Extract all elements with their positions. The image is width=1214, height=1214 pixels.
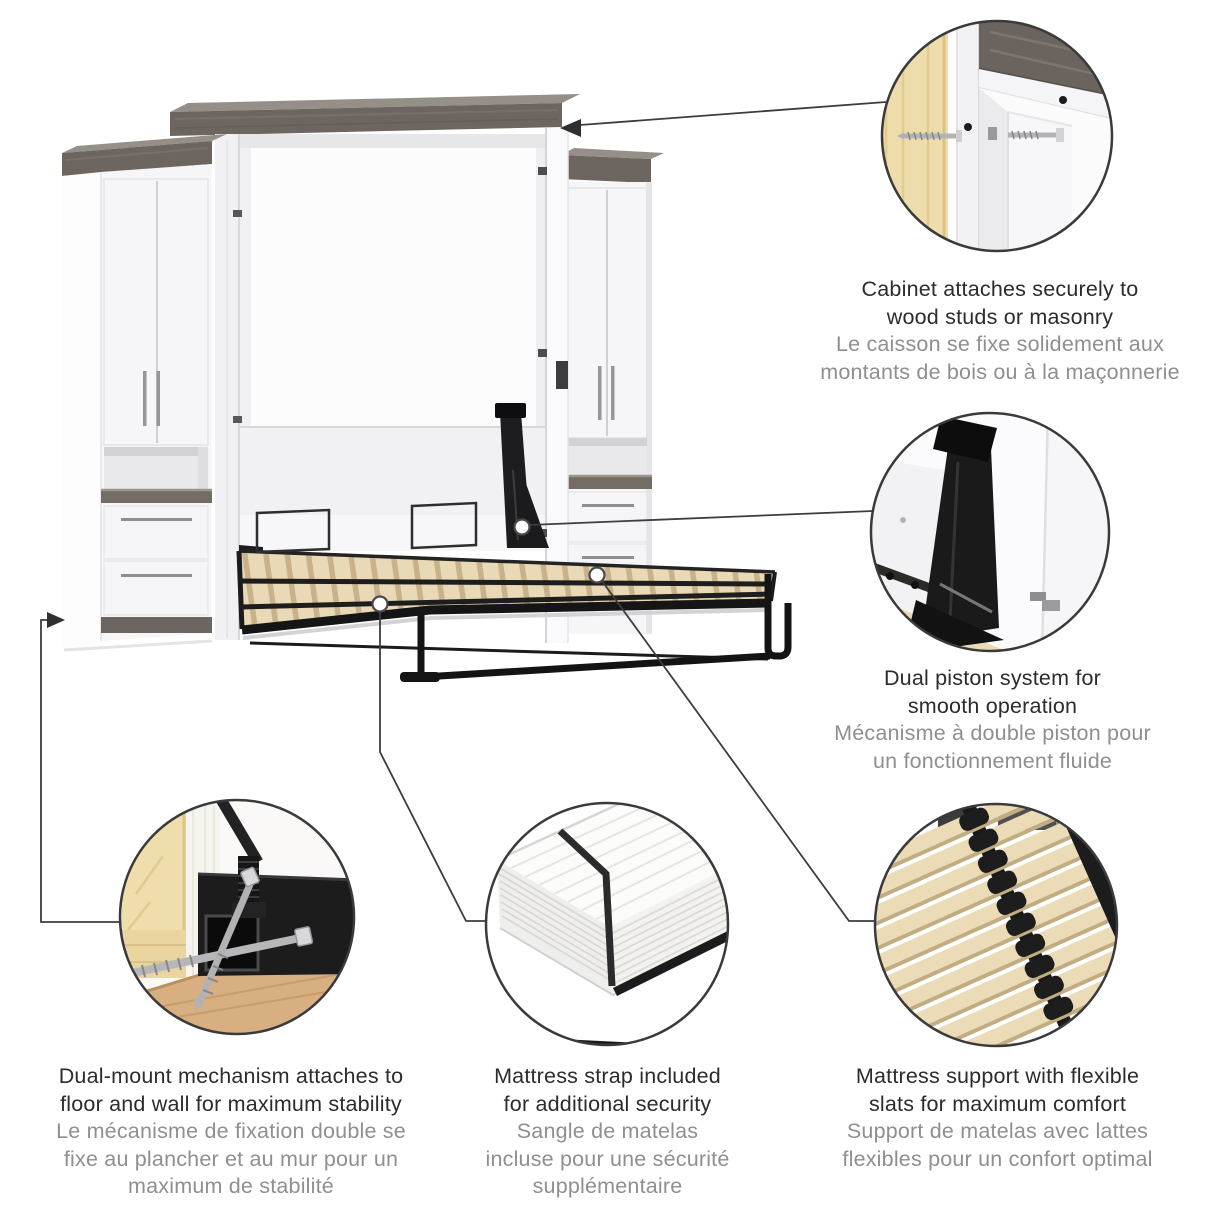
callout-ring-dual-piston <box>869 411 1111 653</box>
caption-slat-support: Mattress support with flexible slats for… <box>780 1063 1214 1173</box>
leader-slat-support <box>601 580 876 922</box>
bed-top-trim <box>170 94 580 136</box>
bed-illustration <box>62 94 792 682</box>
arrow-right-icon <box>47 612 65 628</box>
door-handle <box>156 371 160 426</box>
caption-line: floor and wall for maximum stability <box>60 1091 402 1116</box>
left-storage-cabinet <box>62 134 227 652</box>
leader-cabinet-attachment <box>579 101 887 126</box>
caption-line: montants de bois ou à la maçonnerie <box>820 359 1180 384</box>
caption-dual-mount: Dual-mount mechanism attaches to floor a… <box>15 1063 447 1201</box>
caption-line: Cabinet attaches securely to <box>861 277 1139 301</box>
caption-line: Mécanisme à double piston pour <box>834 721 1151 745</box>
caption-line: for additional security <box>503 1091 712 1116</box>
lag-screw-icon <box>897 130 962 142</box>
hinge-icon <box>1030 592 1046 601</box>
caption-line: maximum de stabilité <box>128 1174 334 1198</box>
caption-cabinet-attachment: Cabinet attaches securely to wood studs … <box>790 276 1210 386</box>
drawer-handle <box>582 504 634 507</box>
callout-ring-slat-support <box>873 802 1119 1048</box>
caption-line: wood studs or masonry <box>886 304 1114 329</box>
right-storage-cabinet <box>561 148 664 634</box>
caption-line: Mattress strap included <box>494 1064 721 1088</box>
leader-mattress-strap <box>379 611 486 922</box>
bed-slat-deck <box>236 501 777 661</box>
callout-ring-dual-mount <box>118 798 356 1036</box>
leader-dual-mount <box>40 619 119 923</box>
callout-leader-lines <box>40 101 887 923</box>
caption-line: Mattress support with flexible <box>855 1064 1140 1088</box>
leader-dot-icon <box>371 595 389 613</box>
arrow-left-icon <box>560 119 581 137</box>
leader-dot-icon <box>588 566 606 584</box>
caption-line: supplémentaire <box>532 1174 683 1198</box>
caption-line: Le mécanisme de fixation double se <box>56 1119 406 1143</box>
callout-ring-cabinet-attachment <box>880 19 1114 253</box>
callout-ring-mattress-strap <box>484 801 730 1047</box>
slat-array <box>875 804 1117 1046</box>
bed-legs <box>400 574 792 682</box>
callout-figure-dual-mount <box>118 798 356 1036</box>
bed-left-door <box>215 134 242 640</box>
door-handle <box>611 366 615 420</box>
drawer-handle <box>582 556 634 559</box>
leader-dot-icon <box>513 518 531 536</box>
mattress-retainer-wire <box>410 501 478 550</box>
mattress-strap-band <box>557 828 616 987</box>
caption-line: flexibles pour un confort optimal <box>842 1146 1153 1171</box>
drawer-handle <box>121 574 192 577</box>
callout-figure-mattress-strap <box>484 801 730 1047</box>
hinge-icon <box>538 167 547 175</box>
piston-column <box>921 440 999 640</box>
caption-line: Dual piston system for <box>883 666 1102 690</box>
caption-line: Support de matelas avec lattes <box>846 1119 1149 1143</box>
lag-bolt-icon <box>194 866 260 1012</box>
caption-line: Dual-mount mechanism attaches to <box>58 1064 404 1088</box>
bed-right-door <box>538 128 569 643</box>
hinge-icon <box>1042 600 1060 611</box>
leader-dual-piston <box>528 510 874 526</box>
caption-line: Sangle de matelas <box>516 1119 699 1143</box>
caption-line: fixe au plancher et au mur pour un <box>63 1146 399 1171</box>
caption-dual-piston: Dual piston system for smooth operation … <box>785 665 1200 775</box>
drawer-handle <box>121 518 192 521</box>
door-handle <box>598 366 602 420</box>
hinge-icon <box>538 349 547 357</box>
caption-line: Le caisson se fixe solidement aux <box>835 332 1165 356</box>
callout-figure-slat-support <box>873 802 1119 1048</box>
caption-line: smooth operation <box>907 693 1078 718</box>
mattress-retainer-wire <box>255 508 331 554</box>
door-handle <box>143 371 147 426</box>
caption-line: un fonctionnement fluide <box>872 748 1113 773</box>
door-handle <box>556 361 568 389</box>
lag-screw-icon <box>1008 128 1064 142</box>
caption-line: incluse pour une sécurité <box>485 1146 730 1171</box>
caption-line: slats for maximum comfort <box>868 1091 1127 1116</box>
bed-cabinet-interior <box>239 134 548 551</box>
callout-figure-cabinet-attachment <box>880 19 1114 253</box>
caption-mattress-strap: Mattress strap included for additional s… <box>450 1063 765 1201</box>
